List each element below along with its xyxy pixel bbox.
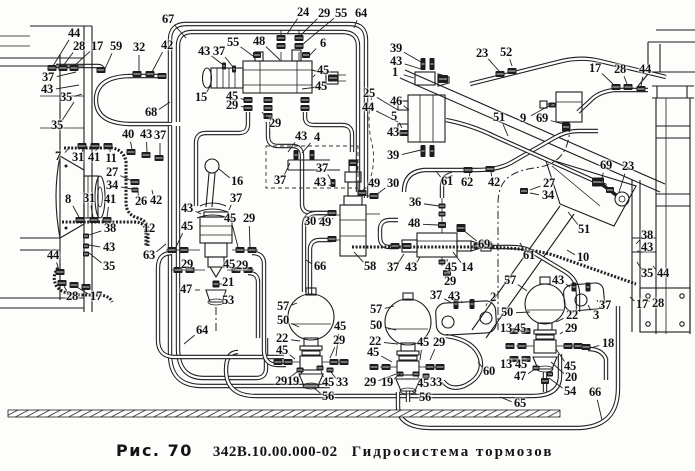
mounting-plate-3 [563, 282, 605, 312]
valve-block-46 [368, 71, 450, 181]
right-frame [598, 29, 695, 334]
hand-brake-valve [166, 158, 258, 306]
figure-part-number: 342В.10.00.000-02 [212, 444, 338, 460]
valve-9 [539, 91, 583, 123]
figure-caption: Рис. 70 342В.10.00.000-02 Гидросистема т… [116, 441, 553, 461]
mounting-plate-2 [435, 300, 497, 336]
bleed-lever [598, 181, 630, 207]
braided-hoses [52, 123, 637, 332]
figure-label: Рис. 70 [116, 441, 193, 460]
pipe-runs [56, 21, 667, 431]
chassis-members [399, 69, 666, 339]
floor-hatch [7, 409, 561, 418]
left-axle-assembly [0, 25, 106, 312]
brake-valve-14 [401, 198, 492, 266]
master-brake-valve [201, 30, 346, 94]
figure-title: Гидросистема тормозов [351, 444, 554, 460]
accumulator-1 [284, 287, 340, 390]
accumulator-2 [380, 292, 436, 395]
